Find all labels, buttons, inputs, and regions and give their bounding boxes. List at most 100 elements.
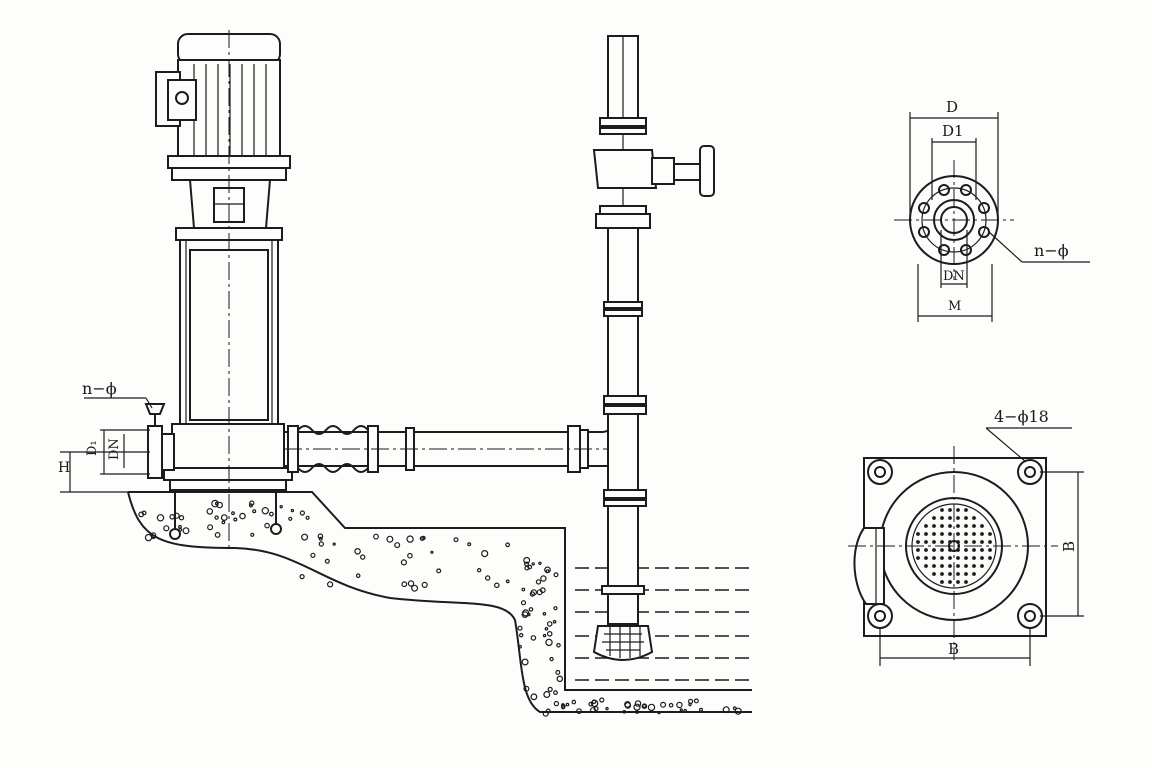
strainer-hole bbox=[988, 548, 992, 552]
concrete-speckle bbox=[290, 508, 295, 513]
concrete-speckle bbox=[555, 669, 561, 675]
strainer-hole bbox=[964, 556, 968, 560]
concrete-speckle bbox=[683, 708, 688, 713]
concrete-speckle bbox=[421, 581, 428, 589]
strainer-hole bbox=[956, 564, 960, 568]
concrete-speckle bbox=[477, 568, 482, 573]
concrete-speckle bbox=[589, 707, 596, 714]
strainer-hole bbox=[916, 556, 920, 560]
strainer-hole bbox=[948, 508, 952, 512]
strainer-hole bbox=[940, 580, 944, 584]
concrete-speckle bbox=[635, 710, 639, 714]
concrete-speckle bbox=[373, 533, 379, 540]
strainer-hole bbox=[964, 564, 968, 568]
strainer-hole bbox=[940, 564, 944, 568]
strainer-hole bbox=[932, 564, 936, 568]
strainer-hole bbox=[956, 572, 960, 576]
concrete-speckle bbox=[269, 511, 274, 517]
label-h: H bbox=[58, 460, 70, 476]
strainer-hole bbox=[940, 532, 944, 536]
strainer-hole bbox=[988, 532, 992, 536]
concrete-speckle bbox=[538, 561, 542, 566]
concrete-speckle bbox=[679, 708, 683, 712]
concrete-speckle bbox=[542, 611, 547, 616]
strainer-hole bbox=[964, 508, 968, 512]
concrete-speckle bbox=[220, 514, 228, 521]
label-n-phi-right: n−ϕ bbox=[1034, 241, 1069, 260]
strainer-hole bbox=[980, 564, 984, 568]
strainer-hole bbox=[948, 556, 952, 560]
concrete-speckle bbox=[523, 556, 531, 564]
concrete-speckle bbox=[207, 524, 214, 531]
strainer-hole bbox=[924, 564, 928, 568]
concrete-speckle bbox=[605, 706, 609, 711]
concrete-speckle bbox=[505, 542, 511, 548]
strainer-hole bbox=[972, 532, 976, 536]
strainer-hole bbox=[932, 572, 936, 576]
strainer-hole bbox=[956, 516, 960, 520]
strainer-hole bbox=[924, 532, 928, 536]
strainer-hole bbox=[980, 540, 984, 544]
concrete-speckle bbox=[531, 562, 535, 566]
label-d1: D1 bbox=[942, 122, 964, 140]
concrete-speckle bbox=[698, 707, 703, 712]
concrete-speckle bbox=[406, 535, 414, 543]
concrete-speckle bbox=[634, 700, 642, 707]
concrete-speckle bbox=[214, 515, 219, 520]
strainer-hole bbox=[964, 540, 968, 544]
riser-pipe bbox=[592, 35, 715, 661]
concrete-speckle bbox=[519, 633, 524, 638]
concrete-speckle bbox=[545, 569, 550, 574]
concrete-speckle bbox=[318, 541, 324, 547]
concrete-speckle bbox=[668, 702, 674, 708]
concrete-speckle bbox=[419, 536, 425, 541]
concrete-speckle bbox=[527, 564, 533, 570]
concrete-speckle bbox=[556, 642, 561, 648]
concrete-speckle bbox=[401, 581, 408, 588]
strainer-hole bbox=[948, 548, 952, 552]
concrete-speckle bbox=[542, 633, 547, 638]
concrete-speckle bbox=[221, 520, 226, 525]
concrete-speckle bbox=[734, 707, 742, 715]
strainer-hole bbox=[972, 540, 976, 544]
strainer-hole bbox=[956, 508, 960, 512]
concrete-speckle bbox=[546, 630, 553, 637]
concrete-speckle bbox=[264, 522, 270, 529]
concrete-speckle bbox=[565, 702, 570, 707]
water-level-lines bbox=[575, 567, 752, 681]
strainer-hole bbox=[932, 516, 936, 520]
strainer-hole bbox=[940, 516, 944, 520]
strainer-hole bbox=[948, 540, 952, 544]
concrete-speckle bbox=[318, 536, 323, 541]
concrete-speckle bbox=[206, 508, 214, 515]
concrete-speckle bbox=[211, 499, 219, 508]
concrete-speckle bbox=[624, 702, 632, 709]
concrete-speckle bbox=[633, 703, 641, 711]
concrete-speckle bbox=[523, 685, 530, 692]
strainer-hole bbox=[988, 556, 992, 560]
strainer-hole bbox=[940, 548, 944, 552]
concrete-speckle bbox=[324, 558, 330, 564]
strainer-hole bbox=[948, 580, 952, 584]
concrete-speckle bbox=[543, 690, 551, 698]
strainer-hole bbox=[940, 508, 944, 512]
concrete-speckle bbox=[332, 542, 336, 546]
strainer-hole bbox=[964, 532, 968, 536]
concrete-speckle bbox=[647, 703, 656, 712]
concrete-speckle bbox=[163, 525, 170, 532]
strainer-hole bbox=[964, 524, 968, 528]
strainer-hole bbox=[932, 556, 936, 560]
concrete-speckle bbox=[151, 534, 156, 540]
concrete-speckle bbox=[542, 710, 549, 717]
strainer-hole bbox=[940, 556, 944, 560]
concrete-speckle bbox=[261, 507, 269, 515]
concrete-speckle bbox=[539, 587, 546, 594]
concrete-speckle bbox=[299, 573, 305, 580]
concrete-speckle bbox=[546, 621, 553, 627]
concrete-speckle bbox=[599, 697, 605, 703]
side-dimensions bbox=[60, 397, 170, 493]
concrete-speckle bbox=[354, 547, 361, 555]
concrete-speckle bbox=[676, 701, 683, 709]
